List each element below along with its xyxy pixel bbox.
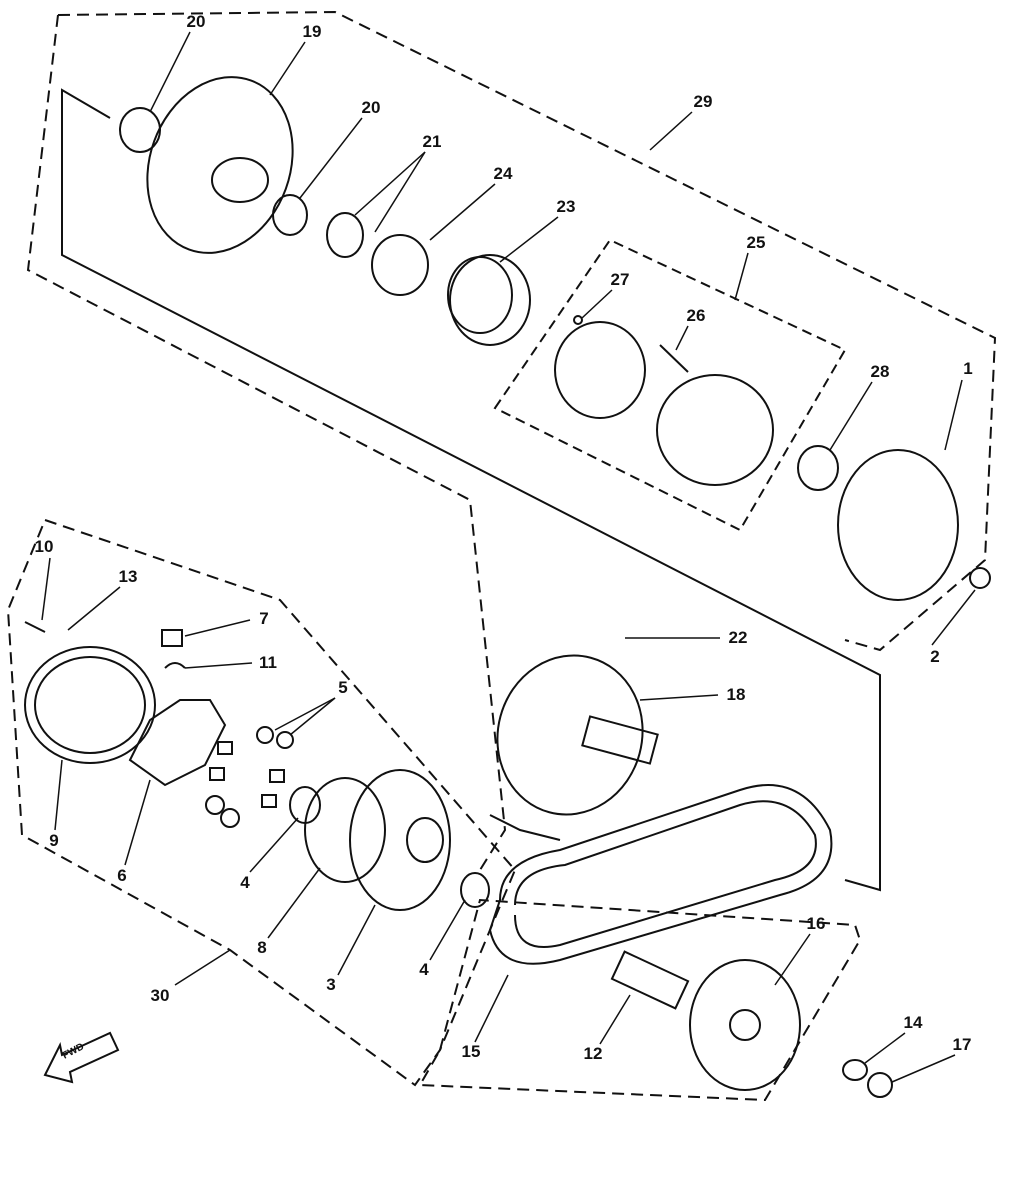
callout-28: 28	[870, 362, 890, 381]
part-19-sheave	[146, 76, 294, 254]
callout-3: 3	[326, 975, 336, 994]
callout-10: 10	[34, 537, 54, 556]
callout-26: 26	[686, 306, 706, 325]
solid-frame	[61, 88, 881, 892]
callout-20: 20	[186, 12, 206, 31]
part-3-sheave	[349, 769, 451, 911]
callout-14: 14	[903, 1013, 923, 1032]
group-25-boundary	[493, 238, 847, 532]
part-28-seal	[797, 445, 839, 491]
callout-11: 11	[259, 653, 277, 672]
group-30-boundary	[6, 518, 517, 1087]
callout-24: 24	[493, 164, 513, 183]
callout-16: 16	[806, 914, 826, 933]
callout-29: 29	[693, 92, 713, 111]
part-14-washer	[842, 1059, 868, 1081]
part-8-sheave	[304, 777, 386, 883]
callout-19: 19	[302, 22, 322, 41]
callout-23: 23	[556, 197, 576, 216]
part-4-seal	[289, 786, 321, 824]
part-17-nut	[867, 1072, 893, 1098]
part-6-ramp-plate	[128, 699, 227, 787]
part-24-collar	[371, 234, 429, 296]
part-16-fan	[689, 959, 801, 1091]
part-9-cover	[24, 646, 156, 764]
callout-20: 20	[361, 98, 381, 117]
part-23-spring	[449, 254, 531, 346]
callout-17: 17	[952, 1035, 972, 1054]
callout-27: 27	[610, 270, 630, 289]
callout-7: 7	[259, 609, 269, 628]
group-29-boundary-left	[26, 14, 507, 871]
callout-12: 12	[583, 1044, 603, 1063]
part-2-nut	[969, 567, 991, 589]
callout-21: 21	[422, 132, 442, 151]
callout-6: 6	[117, 866, 127, 885]
part-15-belt	[488, 784, 833, 965]
part-4-seal-b	[460, 872, 490, 908]
part-18-sheave	[496, 654, 644, 816]
callout-25: 25	[746, 233, 766, 252]
part-1-housing	[837, 449, 959, 601]
leader-lines	[41, 31, 976, 1083]
part-20-seal-b	[272, 194, 308, 236]
callout-8: 8	[257, 938, 267, 957]
callout-5: 5	[338, 678, 348, 697]
part-27-plate	[554, 321, 646, 419]
callout-4: 4	[419, 960, 429, 979]
callout-1: 1	[963, 359, 973, 378]
callout-22: 22	[728, 628, 748, 647]
part-20-seal	[119, 107, 161, 153]
part-12-collar	[610, 950, 690, 1010]
part-25-clutch	[656, 374, 774, 486]
callout-15: 15	[461, 1042, 481, 1061]
part-21-oring	[326, 212, 364, 258]
callout-18: 18	[726, 685, 746, 704]
callout-9: 9	[49, 831, 59, 850]
group-29-boundary	[57, 10, 997, 652]
callout-2: 2	[930, 647, 940, 666]
callout-30: 30	[150, 986, 170, 1005]
callout-4: 4	[240, 873, 250, 892]
fwd-arrow-icon	[43, 1031, 120, 1084]
group-15-boundary	[418, 898, 862, 1102]
callout-13: 13	[118, 567, 138, 586]
